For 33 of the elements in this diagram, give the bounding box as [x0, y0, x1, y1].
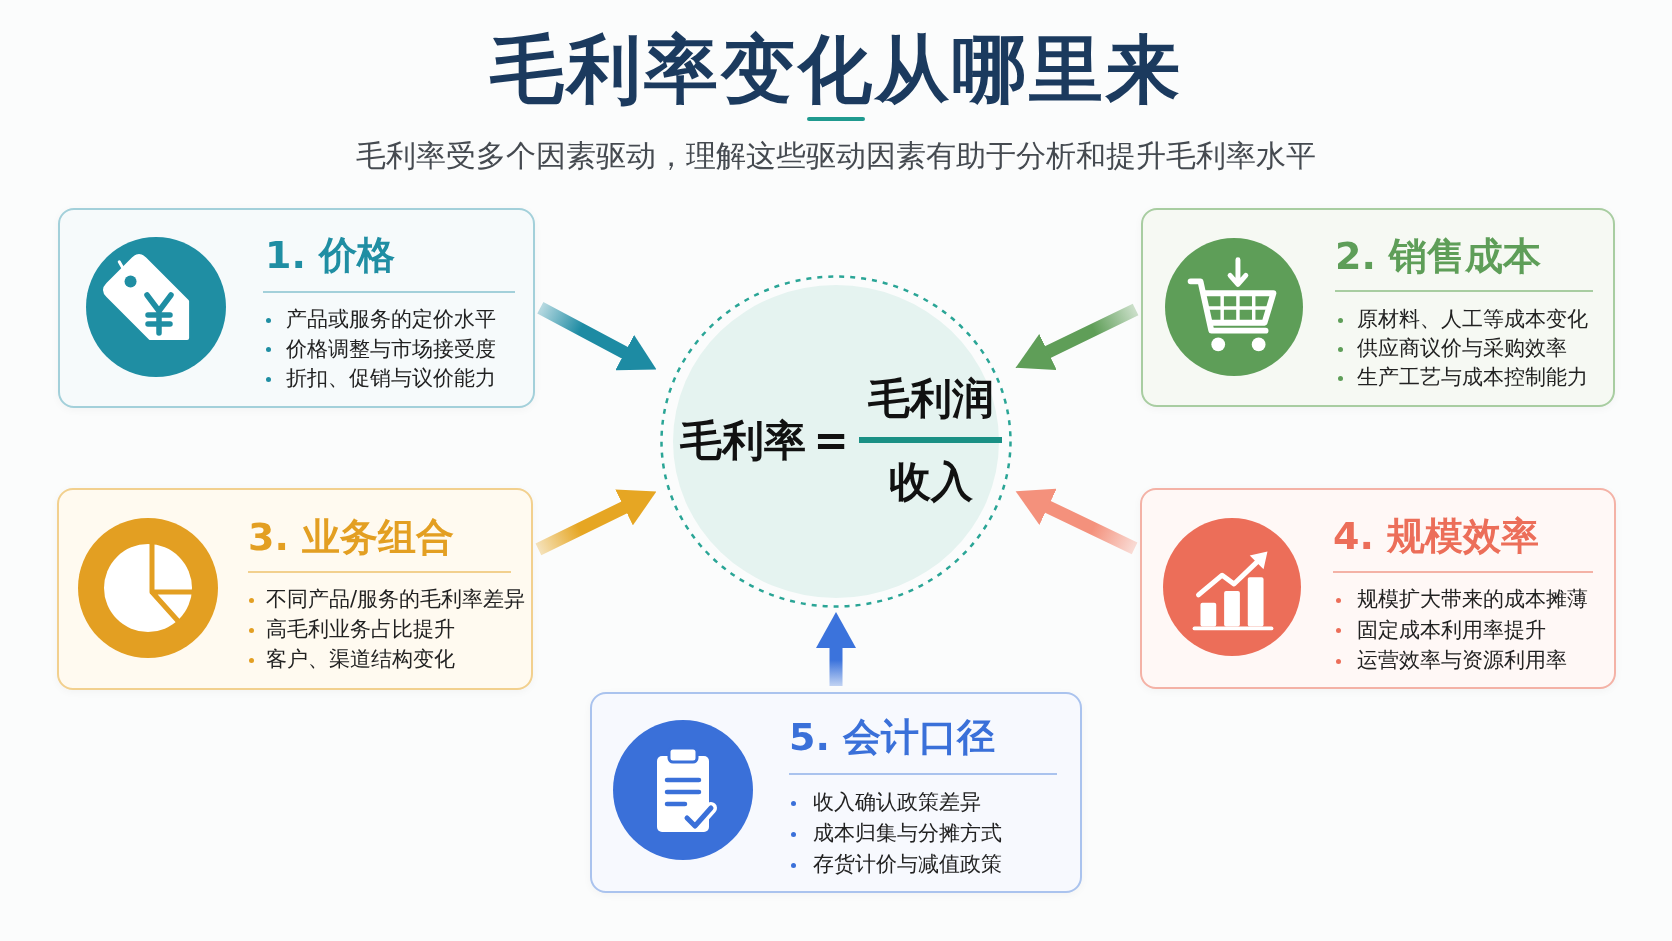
- bullet-text: 运营效率与资源利用率: [1357, 648, 1567, 674]
- card-heading: 2. 销售成本: [1335, 234, 1542, 280]
- denominator-text: 收入: [889, 456, 973, 508]
- bullet-text: 价格调整与市场接受度: [286, 336, 496, 363]
- numerator-text: 毛利润: [868, 373, 994, 425]
- bullet-text: 生产工艺与成本控制能力: [1357, 365, 1588, 391]
- bullet-text: 成本归集与分摊方式: [813, 821, 1002, 847]
- equals-sign: =: [813, 415, 849, 467]
- bullet-text: 不同产品/服务的毛利率差异: [266, 587, 526, 613]
- card-heading: 5. 会计口径: [789, 715, 996, 761]
- card-heading: 4. 规模效率: [1333, 514, 1540, 560]
- factor-card: [590, 692, 1082, 893]
- factor-card: [1141, 208, 1615, 407]
- card-heading: 1. 价格: [265, 233, 396, 279]
- bullet-text: 供应商议价与采购效率: [1357, 336, 1567, 362]
- bullet-text: 客户、渠道结构变化: [266, 647, 455, 673]
- bullet-text: 收入确认政策差异: [813, 790, 981, 816]
- bullet-text: 折扣、促销与议价能力: [286, 366, 496, 392]
- bullet-text: 高毛利业务占比提升: [266, 617, 455, 643]
- formula-circle: [660, 275, 1012, 608]
- factor-card: [57, 488, 533, 690]
- bullet-text: 规模扩大带来的成本摊薄: [1357, 587, 1588, 613]
- arrow: [816, 612, 856, 686]
- bullet-text: 原材料、人工等成本变化: [1357, 307, 1588, 333]
- factor-card: [1140, 488, 1616, 689]
- factor-card: [58, 208, 535, 408]
- formula-text: 毛利率: [680, 415, 806, 467]
- bullet-text: 固定成本利用率提升: [1357, 617, 1546, 644]
- card-heading: 3. 业务组合: [248, 515, 455, 561]
- bullet-text: 产品或服务的定价水平: [286, 307, 496, 333]
- bullet-text: 存货计价与减值政策: [813, 852, 1002, 878]
- subtitle: 毛利率受多个因素驱动，理解这些驱动因素有助于分析和提升毛利率水平: [356, 138, 1316, 174]
- title: 毛利率变化从哪里来: [489, 24, 1183, 114]
